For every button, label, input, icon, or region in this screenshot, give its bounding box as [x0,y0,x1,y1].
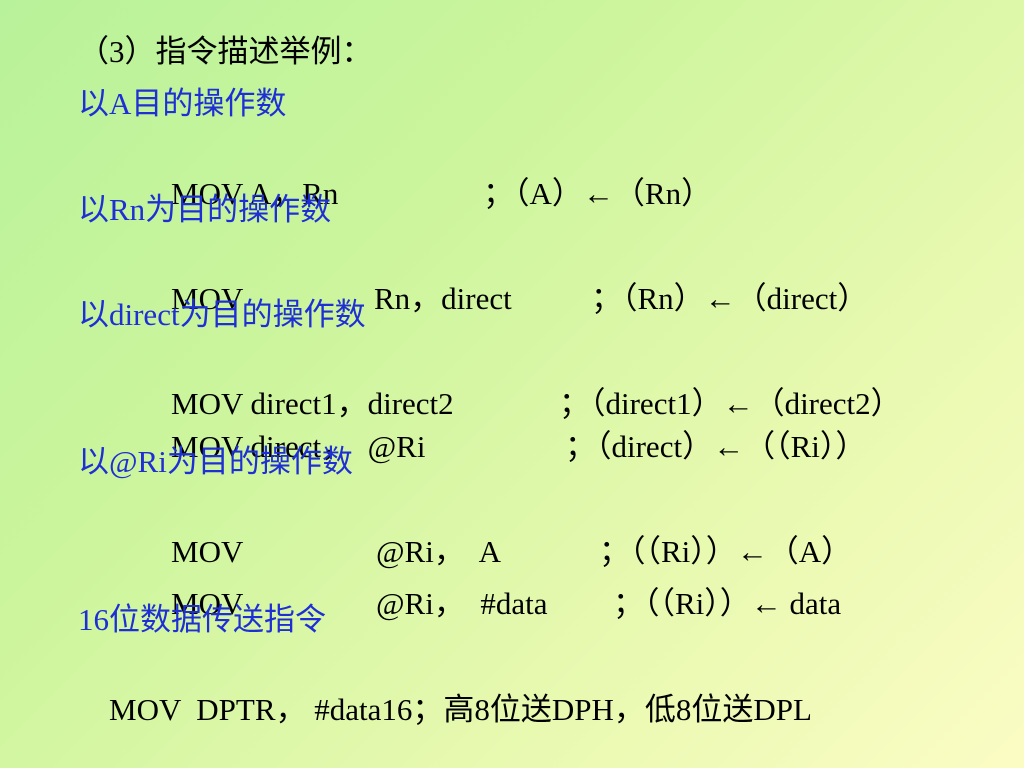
code-line: MOV A，Rn [140,140,338,248]
comment: ；（（Ri））←（A） [599,534,853,569]
code-comment: ；（direct1）←（direct2） [528,350,902,458]
instruction: MOV DPTR， #data16；高8位送DPH，低8位送DPL [109,692,812,727]
code-line: MOV DPTR， #data16；高8位送DPH，低8位送DPL [78,656,812,764]
opcode: MOV [171,281,244,316]
code-comment: ；（direct）←（（Ri）） [534,393,866,501]
code-operand: @Ri， A [345,498,501,606]
code-line: MOV [140,550,243,658]
code-line: MOV [140,498,243,606]
operand: @Ri， #data [376,586,548,621]
section-heading-direct: 以direct为目的操作数 [78,297,366,332]
slide-title: （3）指令描述举例： [78,34,373,69]
instruction: MOV direct1，direct2 [171,386,454,421]
code-line: MOV direct1，direct2 [140,350,454,458]
code-comment: ；（A）←（Rn） [452,140,712,248]
opcode: MOV [171,534,244,569]
comment: ；（direct1）←（direct2） [559,386,902,421]
code-comment: ；（Rn）←（direct） [560,245,868,353]
code-operand: Rn，direct [343,245,512,353]
comment: ；（A）←（Rn） [483,176,713,211]
instruction: MOV A，Rn [171,176,339,211]
instruction: MOV direct， @Ri [171,429,426,464]
code-line: MOV [140,245,243,353]
code-line: MOV direct， @Ri [140,393,425,501]
section-heading-ri: 以@Ri为目的操作数 [78,444,353,479]
section-heading-16bit: 16位数据传送指令 [78,602,326,637]
comment: ；（direct）←（（Ri）） [565,429,867,464]
comment: ；（Rn）←（direct） [591,281,869,316]
code-comment: ；（（Ri））← data [582,550,841,658]
code-operand: @Ri， #data [345,550,547,658]
section-heading-a: 以A目的操作数 [78,86,287,121]
opcode: MOV [171,586,244,621]
section-heading-rn: 以Rn为目的操作数 [78,192,332,227]
operand: @Ri， A [376,534,502,569]
code-comment: ；（（Ri））←（A） [568,498,852,606]
operand: Rn，direct [374,281,512,316]
comment: ；（（Ri））← data [613,586,842,621]
